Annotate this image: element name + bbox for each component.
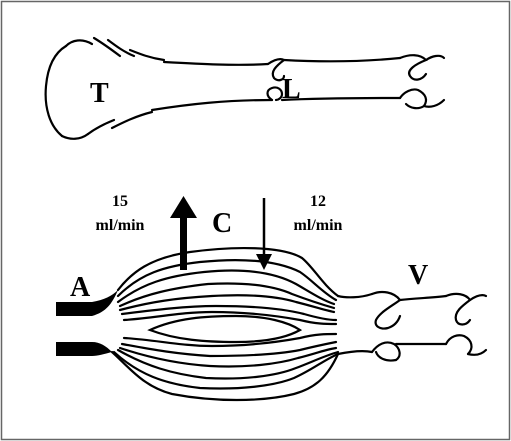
label-l: L <box>282 74 301 105</box>
left-flow-value: 15 <box>112 193 128 210</box>
label-c: C <box>212 208 232 239</box>
label-t: T <box>90 78 109 109</box>
label-v: V <box>408 260 428 291</box>
left-flow-unit: ml/min <box>96 217 145 234</box>
right-flow-unit: ml/min <box>294 217 343 234</box>
label-a: A <box>70 272 91 303</box>
right-flow-value: 12 <box>310 193 326 210</box>
